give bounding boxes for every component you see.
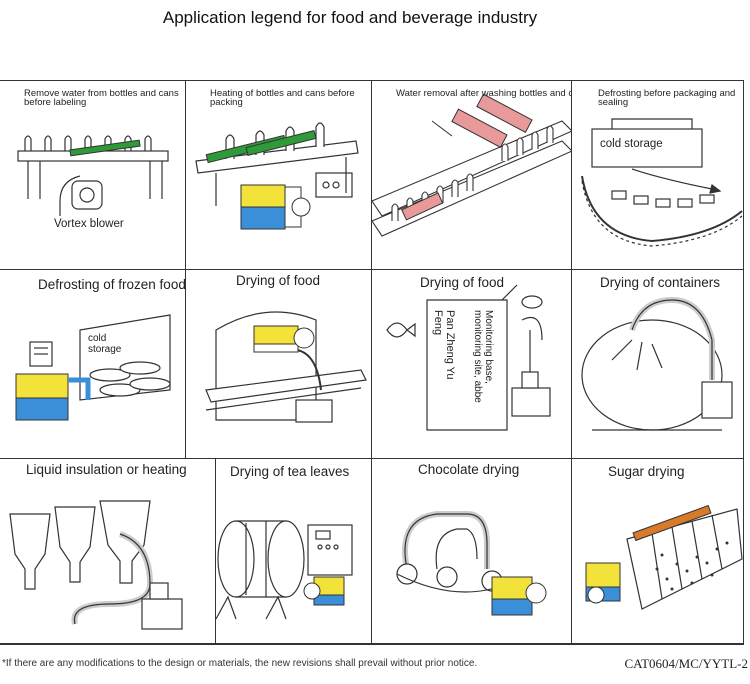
cell-heating-bottles: Heating of bottles and cans before packi… [186,81,372,270]
vertical-name-text: Pan Zheng Yu Feng [431,310,456,380]
application-grid: Remove water from bottles and cans befor… [0,80,744,645]
cell-caption: Defrosting of frozen food [38,277,186,292]
vortex-blower-label: Vortex blower [54,218,124,230]
cell-defrost-packaging: Defrosting before packaging and sealing … [572,81,744,270]
cell-tea-leaves: Drying of tea leaves [216,459,372,644]
cell-drying-food-1: Drying of food [186,270,372,459]
catalog-code: CAT0604/MC/YYTL-2 [624,656,749,671]
cell-caption: Remove water from bottles and cans befor… [24,88,179,109]
cell-caption: Liquid insulation or heating [26,462,187,477]
cell-drying-food-2: Drying of food Monitoring base, monitori… [372,270,572,459]
cell-chocolate-drying: Chocolate drying [372,459,572,644]
chocolate-dryer-illustration [396,511,547,616]
monitoring-text: Monitoring base, monitoring site, abbe [472,310,494,403]
cold-storage-label: cold storage [88,333,122,355]
cell-caption: Drying of food [420,275,505,290]
container-dryer-illustration [581,296,733,431]
fish-dryer-illustration [386,284,551,431]
cell-drying-containers: Drying of containers [572,270,744,459]
cell-caption: Sugar drying [608,464,685,479]
cold-storage-label: cold storage [600,138,663,150]
packaging-line-illustration [581,118,743,247]
cell-defrost-frozen: Defrosting of frozen food cold storage [0,270,186,459]
cell-caption: Defrosting before packaging and sealing [598,88,736,109]
heating-bottles-illustration [195,122,359,230]
tea-drum-illustration [216,520,353,620]
washing-bottles-illustration [372,93,571,237]
sugar-dryer-illustration [585,504,743,610]
cell-caption: Drying of tea leaves [230,464,350,479]
cell-caption: Chocolate drying [418,462,520,477]
cell-liquid-heating: Liquid insulation or heating [0,459,216,644]
cell-water-removal: Water removal after washing bottles and … [372,81,572,270]
cell-caption: Water removal after washing bottles and … [396,88,572,99]
cell-sugar-drying: Sugar drying [572,459,744,644]
liquid-tanks-illustration [9,500,183,630]
cell-caption: Heating of bottles and cans before packi… [210,88,355,109]
cell-remove-water: Remove water from bottles and cans befor… [0,81,186,270]
cell-caption: Drying of food [236,273,321,288]
footer-note: *If there are any modifications to the d… [2,658,478,669]
food-dryer-illustration [205,311,367,423]
conveyor-bottles-illustration [17,135,169,216]
page-title: Application legend for food and beverage… [162,8,538,27]
frozen-food-illustration [15,314,171,421]
cell-caption: Drying of containers [600,275,721,290]
